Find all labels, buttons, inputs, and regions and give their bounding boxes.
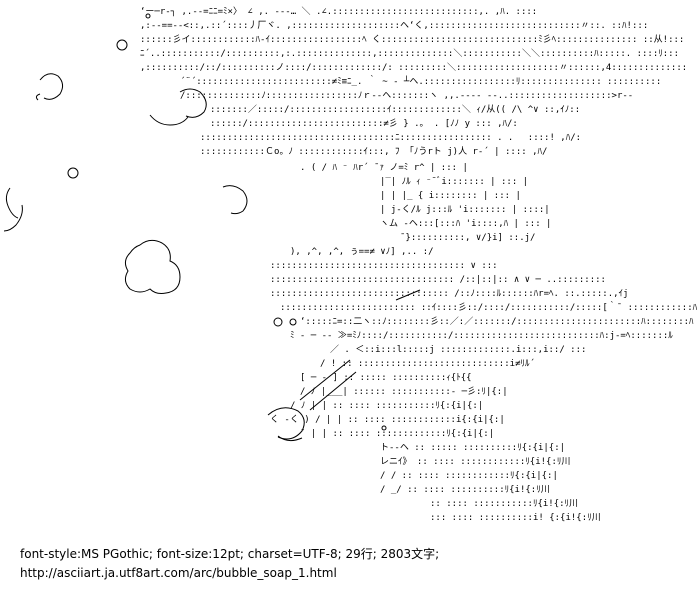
svg-text:¯ | | :: ::::: ¯ | | :: :::: :::::::::::::ﾘ{:{i|{:|	[300, 429, 494, 439]
svg-text:ﾐ ‐ ─ ‐‐ ≫=ﾐﾉ::::/:::::::::::/: ﾐ ‐ ─ ‐‐ ≫=ﾐﾉ::::/:::::::::::/::::::::::…	[290, 331, 673, 341]
svg-text:::::::::::::::::::::::::::::::: ::::::::::::::::::::::::::::::::::::ﾆ:::…	[200, 133, 581, 143]
ascii-art-illustration: ‘ー─r‐┐ ,.‐‐=ﾆﾆ=ﾐ×〉 ∠ ,. -‐‐… ＼ .∠.::::::…	[3, 6, 698, 523]
svg-text:/ ﾉ |___| :::::: :::: / ﾉ |___| :::::: :::::::::::‐ ─彡:ﾘ|{:|	[300, 386, 508, 397]
svg-text:,:‐‐==‐‐<::,.::´::::丿厂ヾ. ,::::: ,:‐‐==‐‐<::,.::´::::丿厂ヾ. ,::::::::::::::…	[140, 20, 648, 31]
bubble-small	[67, 167, 79, 179]
svg-text:,::::::::::/::/::::::::::ノ::::: ,::::::::::/::/::::::::::ノ::::/:::::::::…	[140, 62, 687, 73]
svg-text:::::::::::::Ｃo。ﾉ ::::::::::::ｲ: ::::::::::::Ｃo。ﾉ ::::::::::::ｲ:::, ﾌ 「ﾉう…	[200, 146, 547, 157]
bubble-medium	[35, 93, 41, 101]
svg-text:レニｲ》 :: :::: ::::::::::::ﾘ: レニｲ》 :: :::: ::::::::::::ﾘ{i!{:ﾘ川	[380, 456, 570, 467]
svg-text:. ( / ﾊ ⁻ ﾊr´: . ( / ﾊ ⁻ ﾊr´ ¯ｧ ノ=ﾐ r^ | ::: |	[300, 162, 468, 173]
svg-text:/ ! :: :::::::::::::: / ! :: ::::::::::::::::::::::::::::i≠ﾘﾙ´	[320, 358, 535, 369]
bubble-wand	[299, 289, 421, 411]
svg-text::::::::／:::::/::::::::::::::::: :::::::／:::::/::::::::::::::::::ｲ:::::::…	[210, 104, 580, 115]
svg-text:| | |_ { i::::::: | | |_ { i:::::::: | ::: |	[380, 191, 521, 201]
svg-text:::::::::::::::::::::::::: ::ｲ:: ::::::::::::::::::::::::: ::ｲ::::彡::/:::…	[280, 300, 698, 313]
svg-text:::::::::::::::::::::::::::::::: ::::::::::::::::::::::::::::::::: /::ﾉ::…	[270, 289, 628, 299]
svg-text:ト‐‐ヘ :: ::::: :::::::: ト‐‐ヘ :: ::::: ::::::::::ﾘ{:{i|{:|	[380, 443, 565, 453]
svg-text:‘:::::ﾆ=::二ヽ::ﾉ::::::::彡::／:／:: ‘:::::ﾆ=::二ヽ::ﾉ::::::::彡::／:／:::::::/:::…	[300, 316, 694, 327]
art-caption: font-style:MS PGothic; font-size:12pt; c…	[20, 545, 439, 583]
svg-text:::: :::: ::::::::::i! {:{i: ::: :::: ::::::::::i! {:{i!{:ﾘ川	[430, 513, 601, 523]
svg-text:/ ﾉ | | :: ::::: / ﾉ | | :: :::: :::::::::::ﾘ{:{i|{:|	[290, 401, 483, 411]
svg-text:‘ー─r‐┐ ,.‐‐=ﾆﾆ=ﾐ×〉 ∠ ,. -‐‐…: ‘ー─r‐┐ ,.‐‐=ﾆﾆ=ﾐ×〉 ∠ ,. -‐‐… ＼ .∠.::::::…	[140, 6, 537, 17]
svg-text:::::::/:::::::::::::::::::::::: ::::::/:::::::::::::::::::::::::≠彡 } .。 …	[210, 118, 518, 129]
source-link[interactable]: http://asciiart.ja.utf8art.com/arc/bubbl…	[20, 566, 337, 580]
svg-text:´¨´:::::::::::::::::::::::::≠ﾐ: ´¨´:::::::::::::::::::::::::≠ﾐ≡ﾆ_. ｀ ~ ‐…	[180, 74, 661, 87]
bubble-medium	[179, 88, 207, 118]
svg-text:¯}::::::::::, ∨/}i] ::.: ¯}::::::::::, ∨/}i] ::.j/	[400, 233, 535, 243]
bubble-tiny	[145, 13, 151, 19]
bubble-medium	[222, 185, 248, 215]
svg-text:ﾆ´..:::::::::::/::::::::::,:.:: ﾆ´..:::::::::::/::::::::::,:.:::::::::::…	[140, 48, 679, 59]
bubble-medium	[39, 73, 64, 100]
svg-text:/ / :: :::: :::::::::: / / :: :::: ::::::::::::ﾘ{:{i|{:|	[380, 471, 558, 481]
bubble-pipe-bubble	[277, 435, 303, 442]
svg-text:::::::::::::::::::::::::::::::: :::::::::::::::::::::::::::::::::: /::|:…	[270, 275, 606, 285]
bubble-small	[116, 39, 128, 51]
hair-strands: ‘ー─r‐┐ ,.‐‐=ﾆﾆ=ﾐ×〉 ∠ ,. -‐‐… ＼ .∠.::::::…	[140, 6, 687, 157]
bubble-small	[289, 318, 297, 326]
svg-text:く ‐く ) / | | :: :::: く ‐く ) / | | :: :::: ::::::::::::i{:{i|{…	[270, 415, 505, 425]
soap-bubbles	[3, 13, 387, 442]
bubble-medium	[149, 114, 189, 126]
bubble-small	[273, 317, 283, 327]
bubble-tiny	[381, 425, 387, 431]
svg-text:/::::::::::::::ﾉ::::::::::::::: /::::::::::::::ﾉ:::::::::::::::::ﾉｒ‐‐ヘ::…	[180, 91, 633, 101]
bubble-pipe-bubble	[267, 407, 305, 440]
bubble-cluster	[124, 239, 181, 294]
svg-text:ヽム ‐ヘ:::[:::ﾊ 'i::::,ﾊ: ヽム ‐ヘ:::[:::ﾊ 'i::::,ﾊ | ::: |	[380, 218, 551, 229]
svg-text:| j‐く/ﾙ j:::ﾙ 'i:::::::: | j‐く/ﾙ j:::ﾙ 'i::::::: | ::::|	[380, 205, 550, 215]
bubble-large-left	[5, 187, 19, 219]
svg-text:／ . ＜::i:::l:::::j ::::: ／ . ＜::i:::l:::::j :::::::::::::.i:::,i:…	[330, 344, 586, 355]
svg-text:|‾| ﾉﾙ ｨ ⁻¯ﾞi:::::::: |‾| ﾉﾙ ｨ ⁻¯ﾞi::::::: | ::: |	[380, 176, 528, 187]
bubble-large-left	[3, 204, 23, 232]
svg-text:::::::彡イ::::::::::::ﾊ‐ｲ:::::::: ::::::彡イ::::::::::::ﾊ‐ｲ:::::::::::::::::…	[140, 34, 684, 45]
girl-figure: . ( / ﾊ ⁻ ﾊr´ ¯ｧ ノ=ﾐ r^ | ::: | |‾| ﾉﾙ ｨ…	[270, 162, 698, 523]
svg-text:/ _/ :: :::: :::::::::: / _/ :: :::: ::::::::::ﾘ{i!{:ﾘ川	[380, 485, 550, 495]
svg-text:), ,^, ,^, ぅ==≠ ∨: ), ,^, ,^, ぅ==≠ ∨ﾉ] ,.. :/	[290, 247, 434, 257]
svg-text::: :::: :::::::::::ﾘ{i!{:ﾘ川: :: :::: :::::::::::ﾘ{i!{:ﾘ川	[430, 499, 578, 509]
svg-text:::::::::::::::::::::::::::::::: :::::::::::::::::::::::::::::::::::: ∨ :…	[270, 261, 498, 271]
svg-text:[ ─ ‐ ] :: ::::: :::: [ ─ ‐ ] :: ::::: ::::::::::ｨ{ﾄ{{	[300, 373, 472, 383]
meta-line: font-style:MS PGothic; font-size:12pt; c…	[20, 547, 440, 561]
